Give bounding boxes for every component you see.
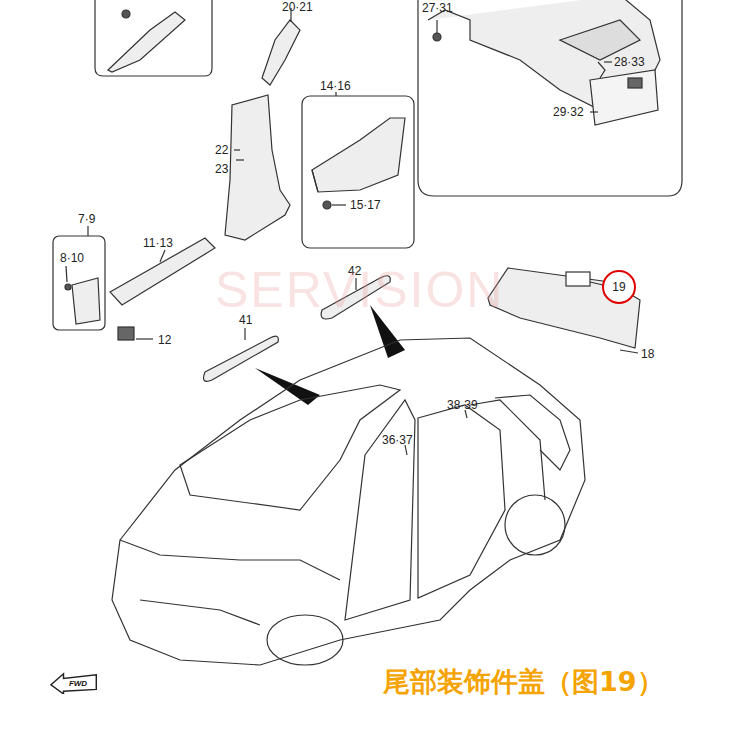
callout-number: 22 [215,143,228,157]
callout-number: 38·39 [447,398,478,412]
callout-number: 27·31 [422,1,453,15]
callout-number: 14·16 [320,79,351,93]
callout-number: 29·32 [553,105,584,119]
callout-number: 19 [612,280,625,294]
callout-number: 12 [158,333,171,347]
callout-number: 18 [641,347,654,361]
callout-number: 15·17 [350,198,381,212]
callout-number: 7·9 [78,212,95,226]
callout-number: 36·37 [382,433,413,447]
callout-number: 28·33 [614,55,645,69]
callout-number: 8·10 [60,251,84,265]
callout-number: 23 [215,162,228,176]
arrow-label: FWD [69,679,87,688]
watermark: SERVISION [215,262,504,318]
callout-circle: 19 [602,270,636,304]
forward-arrow: FWD [50,672,98,694]
caption: 尾部装饰件盖（图19） [383,666,664,698]
callout-number: 20·21 [282,0,313,14]
callout-number: 11·13 [143,236,173,250]
